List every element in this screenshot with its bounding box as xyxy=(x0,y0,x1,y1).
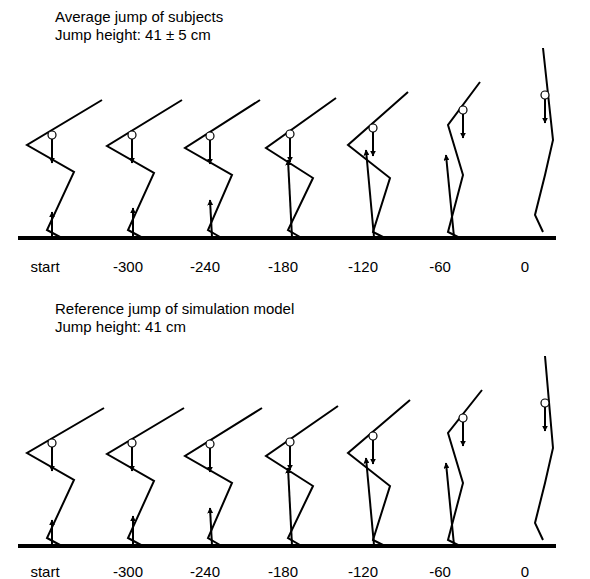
force-arrow xyxy=(288,468,292,545)
time-label: start xyxy=(30,563,59,579)
force-arrow xyxy=(132,516,134,545)
force-arrow xyxy=(132,208,134,237)
weight-arrow xyxy=(544,99,546,123)
time-label: -240 xyxy=(190,258,220,276)
force-arrow xyxy=(51,520,53,545)
body-segments xyxy=(535,356,553,540)
mass-center xyxy=(128,131,136,139)
body-segments xyxy=(107,408,184,545)
weight-arrow xyxy=(372,132,374,156)
time-label: start xyxy=(30,258,59,276)
time-label: 0 xyxy=(521,563,529,579)
time-label: -300 xyxy=(113,258,143,276)
time-label: -120 xyxy=(348,258,378,276)
weight-arrow xyxy=(51,447,53,471)
weight-arrow xyxy=(462,114,464,138)
body-segments xyxy=(27,408,104,545)
time-label: -240 xyxy=(190,563,220,579)
body-segments xyxy=(448,82,480,237)
heading-text: Jump height: 41 ± 5 cm xyxy=(55,26,211,44)
force-arrow xyxy=(446,155,454,237)
time-label: -300 xyxy=(113,563,143,579)
mass-center xyxy=(48,439,56,447)
weight-arrow xyxy=(372,440,374,464)
ground-line xyxy=(18,236,556,240)
mass-center xyxy=(369,432,377,440)
mass-center xyxy=(286,130,294,138)
force-arrow xyxy=(210,200,212,237)
mass-center xyxy=(541,91,549,99)
weight-arrow xyxy=(289,138,291,162)
time-label: -120 xyxy=(348,563,378,579)
mass-center xyxy=(128,439,136,447)
mass-center xyxy=(48,131,56,139)
mass-center xyxy=(459,414,467,422)
force-arrow xyxy=(210,508,212,545)
weight-arrow xyxy=(131,447,133,471)
mass-center xyxy=(369,124,377,132)
time-label: -60 xyxy=(429,563,451,579)
time-label: 0 xyxy=(521,258,529,276)
body-segments xyxy=(348,400,410,545)
body-segments xyxy=(535,48,553,232)
mass-center xyxy=(286,438,294,446)
body-segments xyxy=(107,100,182,237)
weight-arrow xyxy=(209,448,211,472)
weight-arrow xyxy=(51,139,53,163)
body-segments xyxy=(185,408,262,545)
force-arrow xyxy=(288,160,292,237)
force-arrow xyxy=(366,458,374,545)
body-segments xyxy=(266,98,336,237)
weight-arrow xyxy=(131,139,133,163)
time-label: -60 xyxy=(429,258,451,276)
time-label: -180 xyxy=(268,258,298,276)
body-segments xyxy=(266,406,338,545)
body-segments xyxy=(348,92,408,237)
weight-arrow xyxy=(209,140,211,164)
heading-text: Reference jump of simulation model xyxy=(55,300,294,318)
mass-center xyxy=(459,106,467,114)
heading-text: Jump height: 41 cm xyxy=(55,318,186,336)
ground-line xyxy=(18,544,556,548)
mass-center xyxy=(206,440,214,448)
weight-arrow xyxy=(289,446,291,470)
mass-center xyxy=(206,132,214,140)
force-arrow xyxy=(51,212,53,237)
mass-center xyxy=(541,399,549,407)
force-arrow xyxy=(446,463,454,545)
weight-arrow xyxy=(544,407,546,431)
body-segments xyxy=(448,390,482,545)
heading-text: Average jump of subjects xyxy=(55,8,223,26)
weight-arrow xyxy=(462,422,464,446)
time-label: -180 xyxy=(268,563,298,579)
body-segments xyxy=(27,100,102,237)
force-arrow xyxy=(366,150,374,237)
body-segments xyxy=(185,100,260,237)
